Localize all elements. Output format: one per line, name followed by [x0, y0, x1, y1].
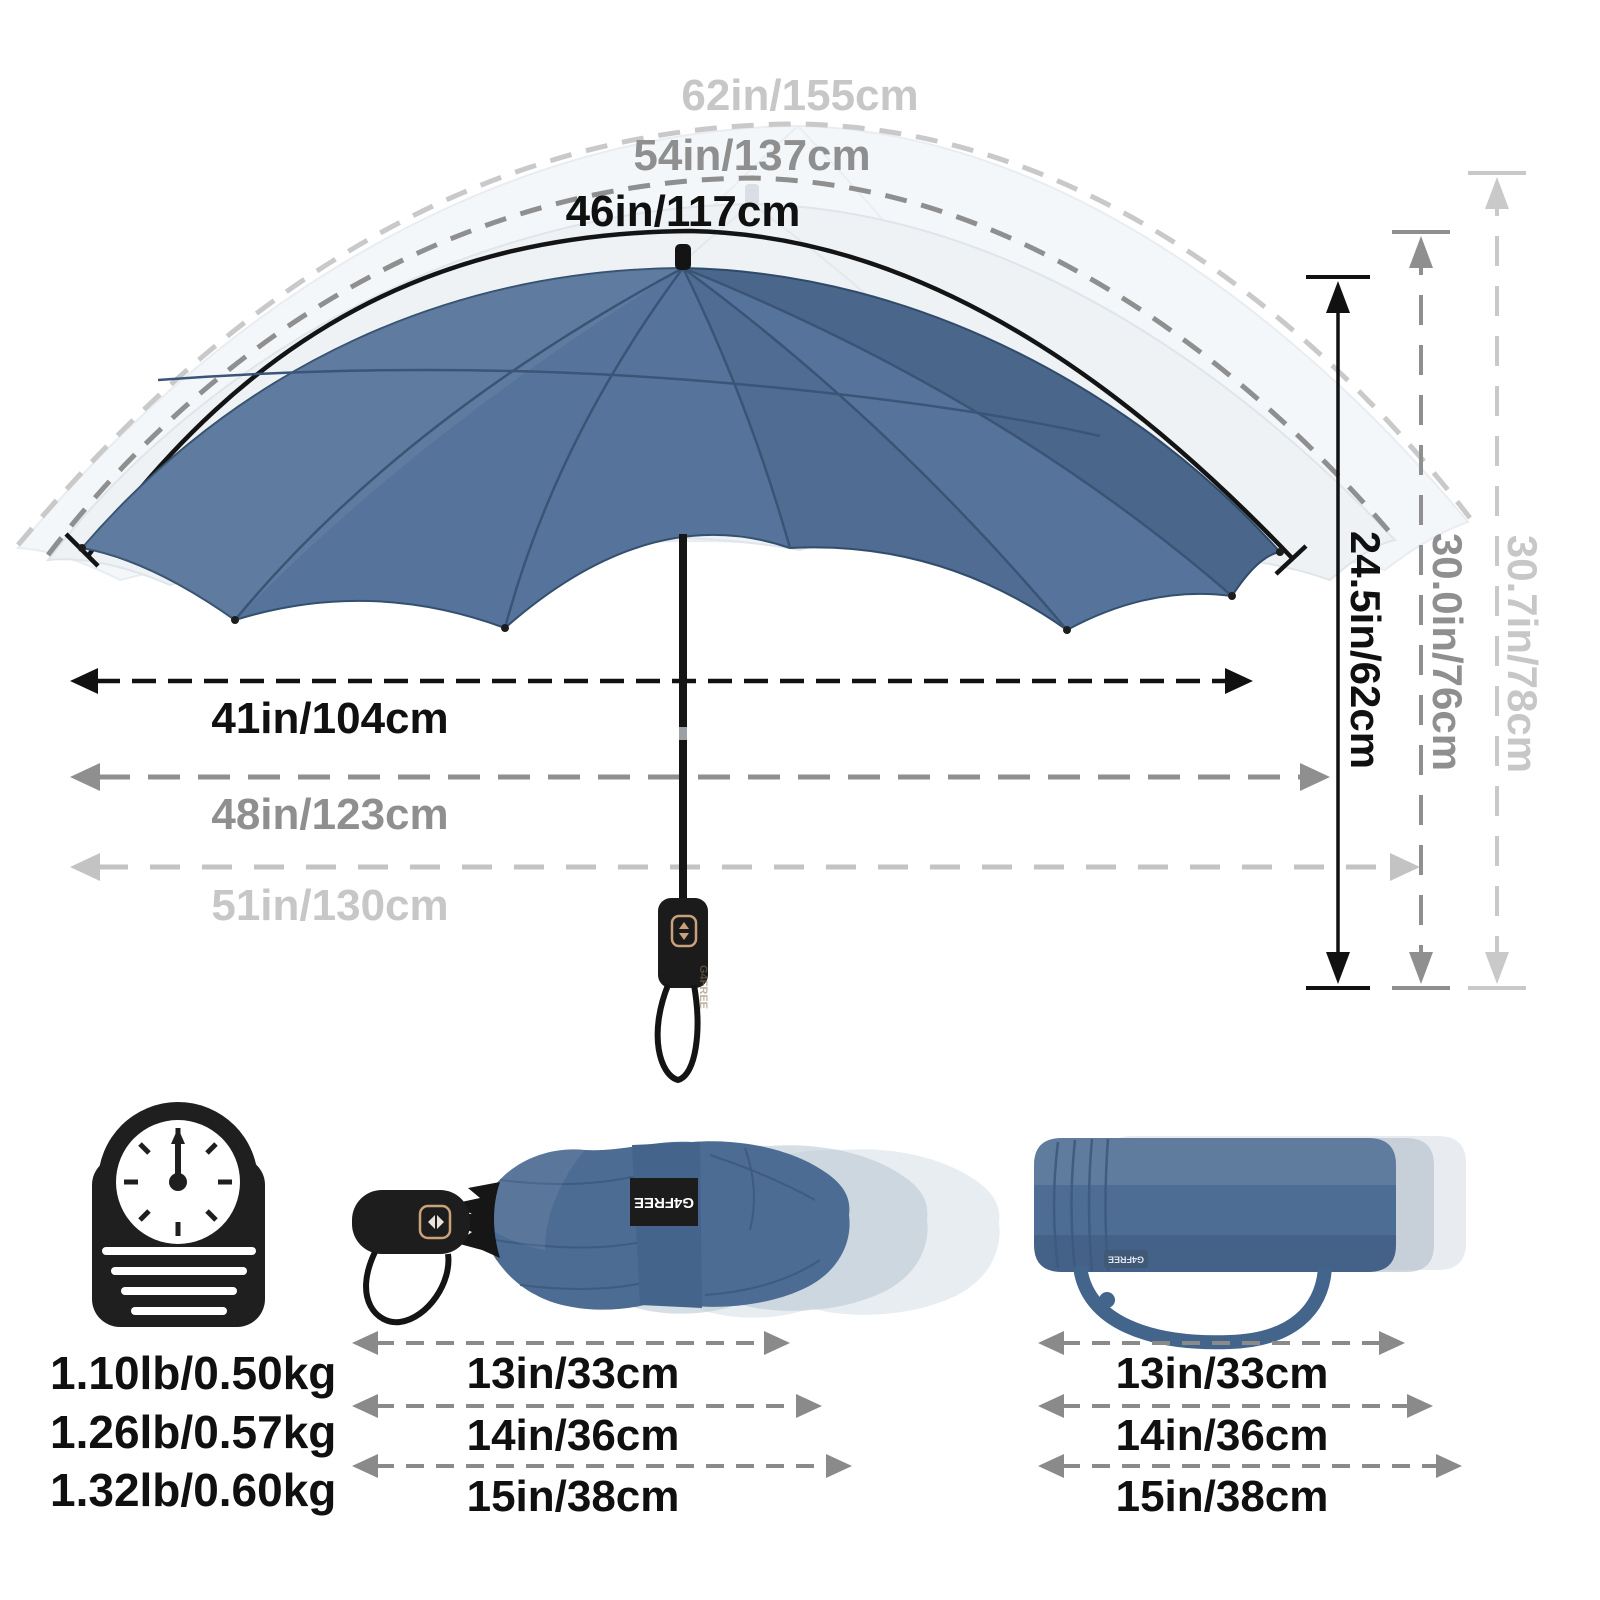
- height-line-24-5in: [1306, 275, 1370, 990]
- weight-value-3: 1.32lb/0.60kg: [50, 1464, 337, 1516]
- case-brand-tag-text: G4FREE: [1108, 1255, 1144, 1265]
- width-arrow-41in: [70, 668, 1253, 694]
- arc-54in-dashed: [46, 175, 1395, 557]
- weight-value-1: 1.10lb/0.50kg: [50, 1347, 337, 1399]
- height-line-30-0in: [1392, 230, 1450, 990]
- case-strap: [1073, 1264, 1332, 1350]
- height-line-30-7in: [1468, 171, 1526, 990]
- case-length-label-3: 15in/38cm: [1115, 1472, 1329, 1521]
- strap-toggle: [1099, 1292, 1115, 1308]
- arc-end-tick-right: [1274, 544, 1308, 576]
- folded-length-label-1: 13in/33cm: [466, 1349, 680, 1398]
- height-label-24-5in: 24.5in/62cm: [1342, 530, 1389, 770]
- carry-case: G4FREE: [1034, 1136, 1466, 1350]
- width-arrow-48in: [70, 763, 1330, 791]
- open-close-button: [670, 914, 698, 948]
- case-length-arrows: [1038, 1331, 1462, 1478]
- vent-seam: [157, 368, 1101, 438]
- umbrella-handle: G4FREE: [654, 898, 709, 1084]
- case-length-label-1: 13in/33cm: [1115, 1349, 1329, 1398]
- folded-handle: [352, 1190, 470, 1326]
- brand-tag-text: G4FREE: [634, 1194, 694, 1211]
- top-finial: [675, 244, 691, 270]
- folded-length-arrows: [352, 1331, 852, 1478]
- arc-62in-dashed: [16, 121, 1472, 547]
- height-label-30-0in: 30.0in/76cm: [1424, 532, 1471, 772]
- wrist-strap: [654, 983, 701, 1084]
- ghost-finial: [745, 184, 759, 206]
- arc-label-62in: 62in/155cm: [681, 71, 919, 120]
- shaft-joint: [679, 727, 687, 740]
- height-label-30-7in: 30.7in/78cm: [1499, 534, 1546, 774]
- width-arrow-51in: [70, 853, 1420, 881]
- handle-brand-text: G4FREE: [697, 965, 709, 1009]
- folded-umbrella: G4FREE: [352, 1141, 1000, 1326]
- arc-label-46in: 46in/117cm: [565, 187, 801, 236]
- folded-length-label-2: 14in/36cm: [466, 1411, 680, 1460]
- folded-length-label-3: 15in/38cm: [466, 1472, 680, 1521]
- case-brand-tag: [1104, 1250, 1148, 1268]
- weight-value-2: 1.26lb/0.57kg: [50, 1406, 337, 1458]
- weight-scale-icon: [92, 1102, 265, 1327]
- width-label-41in: 41in/104cm: [211, 694, 449, 743]
- brand-tag: [630, 1178, 698, 1226]
- width-label-51in: 51in/130cm: [211, 881, 449, 930]
- case-length-label-2: 14in/36cm: [1115, 1411, 1329, 1460]
- umbrella-canopy: [78, 244, 1284, 634]
- rib-tips: [78, 544, 1284, 634]
- folded-wrist-strap: [363, 1250, 452, 1326]
- arc-label-54in: 54in/137cm: [633, 131, 871, 180]
- umbrella-shaft: [679, 534, 687, 904]
- width-label-48in: 48in/123cm: [211, 790, 449, 839]
